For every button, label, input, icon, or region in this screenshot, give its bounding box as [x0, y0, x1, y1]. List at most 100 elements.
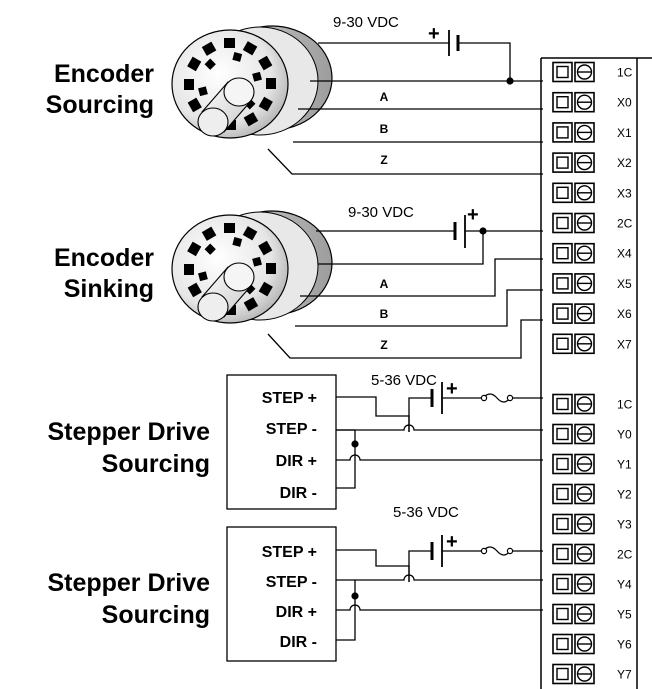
stepper-drive-2: Stepper Drive Sourcing STEP + STEP - DIR… [47, 504, 543, 662]
terminal-y1-13: Y1 [552, 453, 632, 475]
stepper-drive-1: Stepper Drive Sourcing STEP + STEP - DIR… [47, 372, 543, 510]
stepper-drive-2-label-1: Stepper Drive [47, 569, 210, 597]
terminal-label: X3 [617, 186, 632, 200]
terminal-screw-icon [552, 603, 595, 625]
stepper-drive-1-supply-voltage: 5-36 VDC [371, 372, 437, 389]
stepper-drive-2-pin-step-minus: STEP - [266, 574, 317, 591]
terminal-screw-icon [552, 573, 595, 595]
terminal-screw-icon [552, 483, 595, 505]
encoder-sinking-signal-z: Z [380, 338, 387, 352]
terminal-label: 1C [617, 66, 633, 80]
terminal-screw-icon [552, 663, 595, 685]
terminal-label: X2 [617, 156, 632, 170]
terminal-screw-icon [552, 423, 595, 445]
stepper-drive-1-label-1: Stepper Drive [47, 418, 210, 446]
terminal-screw-icon [552, 61, 595, 83]
stepper-drive-1-box [226, 374, 337, 510]
terminal-screw-icon [552, 393, 595, 415]
encoder-sourcing-supply-voltage: 9-30 VDC [333, 14, 399, 31]
terminal-label: 2C [617, 217, 633, 231]
stepper-drive-2-pin-dir-plus: DIR + [276, 604, 317, 621]
terminal-screw-icon [552, 182, 595, 204]
terminal-screw-icon [552, 633, 595, 655]
terminal-screw-icon [552, 543, 595, 565]
terminal-screw-icon [552, 513, 595, 535]
terminal-label: 1C [617, 398, 633, 412]
terminal-2c-16: 2C [552, 543, 633, 565]
terminal-screw-icon [552, 273, 595, 294]
stepper-drive-1-supply-plus: + [446, 378, 458, 400]
terminal-screw-icon [552, 212, 595, 234]
stepper-drive-1-pin-dir-plus: DIR + [276, 453, 317, 470]
terminal-screw-icon [552, 91, 595, 113]
terminal-screw-icon [552, 333, 595, 355]
terminal-label: X0 [617, 96, 632, 110]
terminal-label: Y3 [617, 518, 632, 532]
terminal-label: Y1 [617, 458, 632, 472]
encoder-sourcing-label-1: Encoder [54, 60, 154, 88]
terminal-x6-8: X6 [552, 303, 632, 324]
stepper-drive-2-box [226, 526, 337, 662]
terminal-x5-7: X5 [552, 273, 632, 294]
terminal-label: Y4 [617, 578, 632, 592]
stepper-drive-2-supply-voltage: 5-36 VDC [393, 504, 459, 521]
terminal-label: Y6 [617, 638, 632, 652]
encoder-sourcing-label-2: Sourcing [46, 91, 154, 119]
terminal-y2-14: Y2 [552, 483, 632, 505]
terminal-label: X5 [617, 277, 632, 291]
stepper-drive-1-pin-dir-minus: DIR - [280, 485, 317, 502]
terminal-label: X6 [617, 307, 632, 321]
terminal-x0-1: X0 [552, 91, 632, 113]
encoder-sinking-supply-plus: + [467, 204, 479, 226]
terminal-y7-20: Y7 [552, 663, 632, 685]
terminal-x1-2: X1 [552, 122, 632, 143]
encoder-icon [171, 210, 333, 324]
encoder-sinking-signal-a: A [380, 277, 389, 291]
terminal-x2-3: X2 [552, 152, 632, 173]
terminal-screw-icon [552, 152, 595, 173]
terminal-1c-11: 1C [552, 393, 633, 415]
terminal-label: X1 [617, 126, 632, 140]
terminal-screw-icon [552, 303, 595, 324]
terminal-label: Y5 [617, 608, 632, 622]
terminal-screw-icon [552, 453, 595, 475]
stepper-drive-2-pin-step-plus: STEP + [262, 544, 317, 561]
encoder-sinking-supply-voltage: 9-30 VDC [348, 204, 414, 221]
encoder-sourcing-signal-a: A [380, 90, 389, 104]
terminal-y5-18: Y5 [552, 603, 632, 625]
encoder-icon [171, 25, 333, 139]
terminal-x7-9: X7 [552, 333, 632, 355]
terminal-x4-6: X4 [552, 242, 632, 264]
terminal-strip [540, 57, 652, 689]
terminal-screw-icon [552, 242, 595, 264]
terminal-label: 2C [617, 548, 633, 562]
encoder-sinking-label-1: Encoder [54, 244, 154, 272]
terminal-y6-19: Y6 [552, 633, 632, 655]
stepper-drive-2-supply-plus: + [446, 531, 458, 553]
stepper-drive-1-label-2: Sourcing [102, 450, 210, 478]
terminal-label: X7 [617, 337, 632, 351]
terminal-label: Y2 [617, 488, 632, 502]
encoder-sourcing: Encoder Sourcing 9-30 VDC + A B Z [46, 14, 543, 175]
encoder-sinking: Encoder Sinking 9-30 VDC + A B Z [54, 204, 543, 359]
encoder-sinking-label-2: Sinking [64, 275, 154, 303]
terminal-label: Y0 [617, 428, 632, 442]
encoder-sourcing-signal-z: Z [380, 153, 387, 167]
terminal-1c-0: 1C [552, 61, 633, 83]
stepper-drive-2-pin-dir-minus: DIR - [280, 634, 317, 651]
encoder-sourcing-supply-plus: + [428, 23, 440, 45]
terminal-label: Y7 [617, 668, 632, 682]
encoder-sinking-signal-b: B [380, 307, 389, 321]
terminal-y0-12: Y0 [552, 423, 632, 445]
terminal-x3-4: X3 [552, 182, 632, 204]
stepper-drive-1-pin-step-minus: STEP - [266, 421, 317, 438]
stepper-drive-1-pin-step-plus: STEP + [262, 390, 317, 407]
terminal-screw-icon [552, 122, 595, 143]
terminal-y4-17: Y4 [552, 573, 632, 595]
terminal-label: X4 [617, 247, 632, 261]
terminal-2c-5: 2C [552, 212, 633, 234]
stepper-drive-2-label-2: Sourcing [102, 601, 210, 629]
